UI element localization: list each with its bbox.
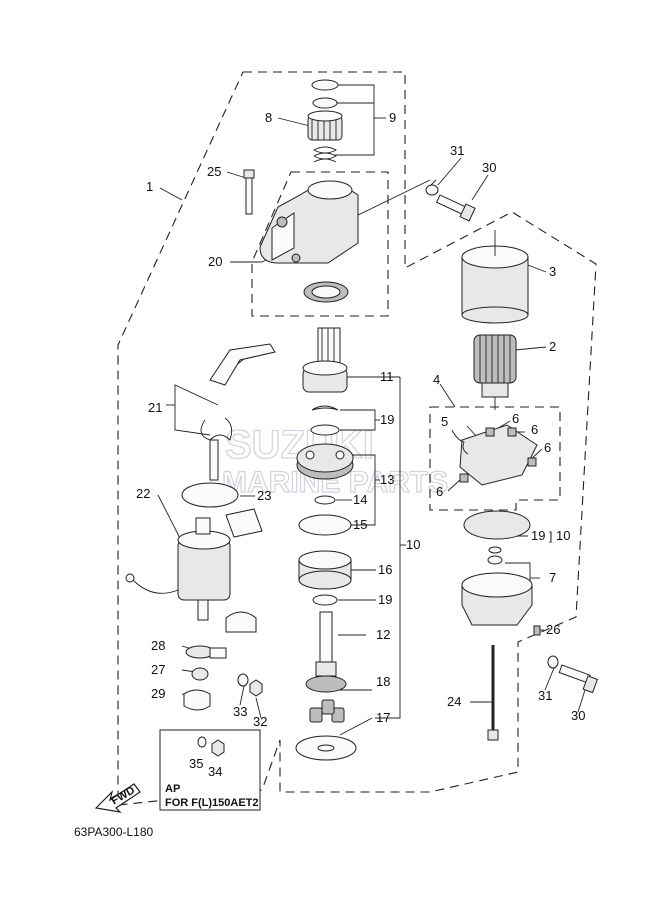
part-32-nut — [249, 679, 263, 697]
callout-5: 5 — [441, 414, 448, 429]
callout-6a: 6 — [512, 411, 519, 426]
part-7-rear-cover — [461, 510, 541, 636]
part-21-shift-lever — [200, 343, 276, 441]
callout-17: 17 — [376, 710, 390, 725]
part-31-30-lower-bolt — [547, 655, 599, 694]
part-29-insulator — [183, 689, 211, 711]
callout-7: 7 — [549, 570, 556, 585]
callout-10: 10 — [406, 537, 420, 552]
part-24-through-bolt — [487, 645, 499, 741]
part-31-30-top-bolt — [425, 184, 476, 222]
callout-13: 13 — [380, 472, 394, 487]
callout-23: 23 — [257, 488, 271, 503]
part-13-planet-carrier — [296, 443, 354, 480]
callout-16: 16 — [378, 562, 392, 577]
callout-25: 25 — [207, 164, 221, 179]
callout-34: 34 — [208, 764, 222, 779]
callout-2: 2 — [549, 339, 556, 354]
callout-labels: 1 2 3 4 5 6 6 6 6 7 8 9 10 11 12 13 14 1… — [136, 110, 585, 779]
callout-1: 1 — [146, 179, 153, 194]
callout-19c-ref: ] — [549, 529, 552, 543]
part-25-bolt — [243, 169, 255, 215]
callout-4: 4 — [433, 372, 440, 387]
part-boot — [225, 611, 257, 633]
part-4-brush-holder — [451, 424, 538, 486]
part-12-pinion-shaft — [305, 611, 347, 693]
callout-20: 20 — [208, 254, 222, 269]
callout-24: 24 — [447, 694, 461, 709]
callout-19d: 10 — [556, 528, 570, 543]
fwd-arrow-icon: FWD — [94, 783, 141, 813]
outline-front-housing — [251, 171, 389, 317]
note-line2: FOR F(L)150AET2 — [165, 797, 259, 809]
part-9-pinion-group — [307, 79, 343, 163]
callout-18: 18 — [376, 674, 390, 689]
callout-21: 21 — [148, 400, 162, 415]
callout-31a: 31 — [450, 143, 464, 158]
callout-8: 8 — [265, 110, 272, 125]
callout-28: 28 — [151, 638, 165, 653]
part-17-plate — [295, 735, 357, 761]
part-28-terminal — [185, 645, 227, 659]
part-19-washer-lower — [312, 594, 338, 606]
callout-35: 35 — [189, 756, 203, 771]
callout-6b: 6 — [531, 422, 538, 437]
note-box: AP FOR F(L)150AET2 — [159, 729, 261, 811]
callout-22: 22 — [136, 486, 150, 501]
callout-14: 14 — [353, 492, 367, 507]
part-16-internal-gear — [298, 550, 352, 590]
part-23-cover — [225, 508, 263, 538]
callout-3: 3 — [549, 264, 556, 279]
part-18-planet-gears — [309, 699, 345, 723]
callout-19b: 19 — [378, 592, 392, 607]
part-15-gasket — [298, 514, 352, 536]
callout-6c: 6 — [544, 440, 551, 455]
callout-12: 12 — [376, 627, 390, 642]
callout-11: 11 — [380, 369, 394, 384]
callout-19a: 19 — [380, 412, 394, 427]
part-3-yoke — [461, 230, 529, 324]
callout-31b: 31 — [538, 688, 552, 703]
part-14-washer — [314, 495, 336, 505]
leader-lines — [157, 84, 586, 766]
callout-9: 9 — [389, 110, 396, 125]
callout-30a: 30 — [482, 160, 496, 175]
callout-30b: 30 — [571, 708, 585, 723]
callout-27: 27 — [151, 662, 165, 677]
callout-32: 32 — [253, 714, 267, 729]
part-19-clip-ring — [310, 405, 340, 436]
part-27-nut — [191, 667, 209, 681]
callout-29: 29 — [151, 686, 165, 701]
note-line1: AP — [165, 783, 180, 795]
part-22-solenoid — [125, 439, 239, 621]
part-20-front-housing — [259, 180, 359, 303]
part-11-clutch-assembly — [302, 327, 348, 393]
callout-26: 26 — [546, 622, 560, 637]
callout-19c: 19 — [531, 528, 545, 543]
callout-15: 15 — [353, 517, 367, 532]
outline-brush-holder — [429, 406, 561, 511]
callout-6d: 6 — [436, 484, 443, 499]
diagram-code: 63PA300-L180 — [74, 825, 154, 839]
part-2-armature — [473, 334, 517, 410]
callout-33: 33 — [233, 704, 247, 719]
part-33-washer — [237, 673, 249, 687]
